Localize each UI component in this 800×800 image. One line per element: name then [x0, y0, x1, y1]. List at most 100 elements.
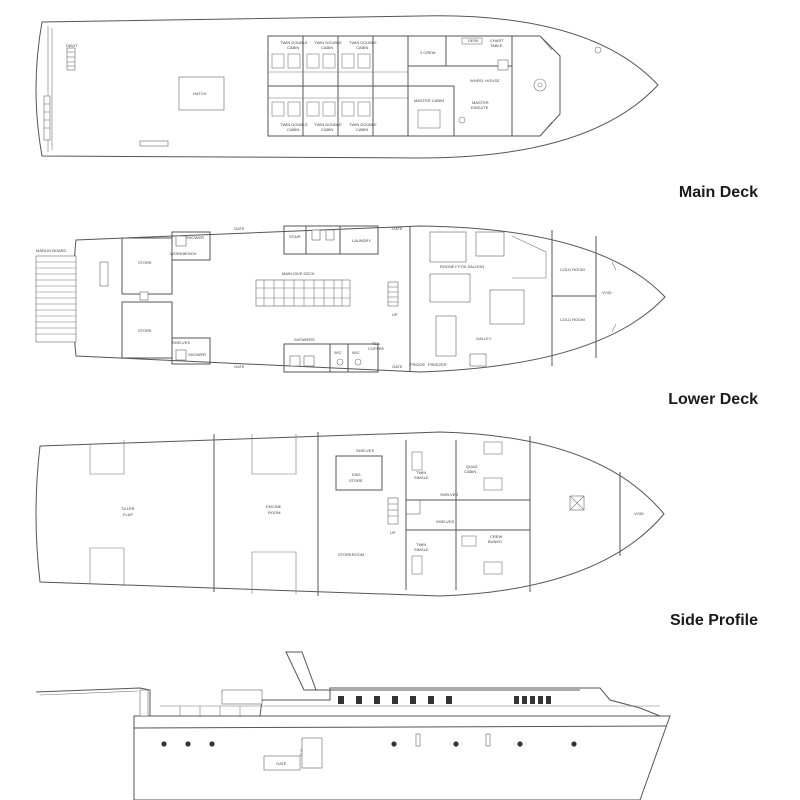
lower-deck-plan: TILLER FLAP ENGINE ROOM ENG STORE SHELVE… [35, 431, 665, 597]
up-lower-label: UP [390, 530, 396, 535]
main-deck-plan: MARLIN BOARD STORE STORE SHOWER WORKBENC… [35, 225, 666, 373]
void-lower-label: VOID [634, 511, 644, 516]
cabin-3-label: TWIN DOUBLE [349, 40, 377, 45]
flap-label: FLAP [123, 512, 133, 517]
heading-main-deck: Main Deck [678, 184, 758, 201]
heading-lower-deck: Lower Deck [668, 391, 758, 408]
gate-label-1: GATE [234, 226, 245, 231]
saloon-label: RODNEY FOX SALOON [440, 264, 484, 269]
gate-label-2: GATE [234, 364, 245, 369]
cabin-5-sub: CABIN [321, 127, 333, 132]
davit-crane-icon [66, 47, 76, 71]
table-label: TABLE [490, 43, 503, 48]
shower-aft-starboard [171, 337, 211, 365]
heading-side-profile: Side Profile [669, 612, 758, 629]
engine-room-label: ROOM [268, 510, 280, 515]
gate-side-label: GATE [276, 761, 287, 766]
galley-label: GALLEY [476, 336, 492, 341]
engine-label: ENGINE [266, 504, 282, 509]
quad-label: QUAD [466, 464, 478, 469]
void-main-label: VOID [602, 290, 612, 295]
crew-label: CREW [490, 534, 502, 539]
port-boarding-ladder [43, 95, 51, 141]
hatch-label: HATCH [193, 91, 207, 96]
twin-1-label: TWIN [416, 470, 426, 475]
crane-arm [35, 687, 151, 716]
cabin-2-sub: CABIN [321, 45, 333, 50]
showers-label: SHOWERS [294, 337, 315, 342]
eng-store-label: STORE [349, 478, 363, 483]
side-gate [263, 755, 301, 771]
freezer-label: FREEZER [428, 362, 447, 367]
stair-laundry-block [283, 225, 379, 255]
fridge-label: FRIDGE [410, 362, 425, 367]
workbench-label: WORKBENCH [170, 251, 197, 256]
master-cabin-label: MASTER CABIN [414, 98, 444, 103]
cold-room-1-label: COLD ROOM [560, 267, 585, 272]
crew-2-label: 2 CREW [420, 50, 436, 55]
cold-room-2-label: COLD ROOM [560, 317, 585, 322]
gate-label-3: GATE [392, 226, 403, 231]
tender-dinghy [221, 689, 263, 705]
shelves-cabin-label-2: SHELVES [436, 519, 454, 524]
aft-ladder [99, 261, 109, 287]
cabin-1-sub: CABIN [287, 45, 299, 50]
side-door [301, 737, 323, 769]
saloon-table [489, 289, 525, 325]
tiller-label: TILLER [121, 506, 135, 511]
eng-label: ENG [352, 472, 361, 477]
cabin-6-sub: CABIN [356, 127, 368, 132]
upper-deck-hull [35, 15, 659, 159]
wc-label-1: W/C [334, 350, 342, 355]
coffee-label: COFFEE [368, 346, 385, 351]
shower-aft-port [171, 231, 211, 261]
cabin-4-label: TWIN DOUBLE [280, 122, 308, 127]
saloon-seat-1 [429, 231, 467, 263]
up-label: UP [392, 312, 398, 317]
master-ensuite-sub: ENSUITE [471, 105, 489, 110]
twin-2-sub: SINGLE [414, 547, 429, 552]
lower-deck-hull [35, 431, 665, 597]
hatch [178, 76, 225, 111]
galley-counter [435, 315, 457, 357]
wc-label-2: W/C [352, 350, 360, 355]
gangway-icon [139, 140, 169, 147]
crew-bunks-label: BUNKS [488, 539, 502, 544]
superstructure [259, 687, 661, 717]
stair-label: STAIR [289, 234, 301, 239]
davit-label: DAVIT [66, 43, 78, 48]
desk-label: DESK [468, 38, 479, 43]
main-stair [387, 281, 399, 307]
cabin-1-label: TWIN DOUBLE [280, 40, 308, 45]
showers-wc-block [283, 343, 379, 373]
chart-label: CHART [490, 38, 504, 43]
master-ensuite-label: MASTER [472, 100, 489, 105]
shelves-cabin-label-1: SHELVES [440, 492, 458, 497]
quad-cabin-label: CABIN [464, 469, 476, 474]
store-port [121, 237, 173, 295]
mast [285, 651, 317, 691]
shower-label-1: SHOWER [186, 235, 204, 240]
cabin-3-sub: CABIN [356, 45, 368, 50]
cabin-6-label: TWIN DOUBLE [349, 122, 377, 127]
store-port-label: STORE [138, 260, 152, 265]
cabin-4-sub: CABIN [287, 127, 299, 132]
lower-stair [387, 497, 399, 525]
side-profile-drawing: TENDER DINGHY GATE [35, 651, 671, 800]
saloon-seat-2 [429, 273, 471, 303]
twin-2-label: TWIN [416, 542, 426, 547]
storeroom-label: STOREROOM [338, 552, 364, 557]
store-starboard-label: STORE [138, 328, 152, 333]
gate-label-4: GATE [392, 364, 403, 369]
laundry-label: LAUNDRY [352, 238, 371, 243]
main-dive-deck-label: MAIN DIVE DECK [282, 271, 315, 276]
shelves-lower-label: SHELVES [356, 448, 374, 453]
helm-wheel-icon [533, 78, 547, 92]
store-starboard [121, 301, 173, 359]
shower-label-2: SHOWER [188, 352, 206, 357]
window [338, 696, 344, 704]
twin-1-sub: SINGLE [414, 475, 429, 480]
cabin-5-label: TWIN DOUBLE [314, 122, 342, 127]
upper-deck-plan: DAVIT HATCH TWIN DOUBLE CABIN TWIN DOUBL… [35, 15, 659, 159]
